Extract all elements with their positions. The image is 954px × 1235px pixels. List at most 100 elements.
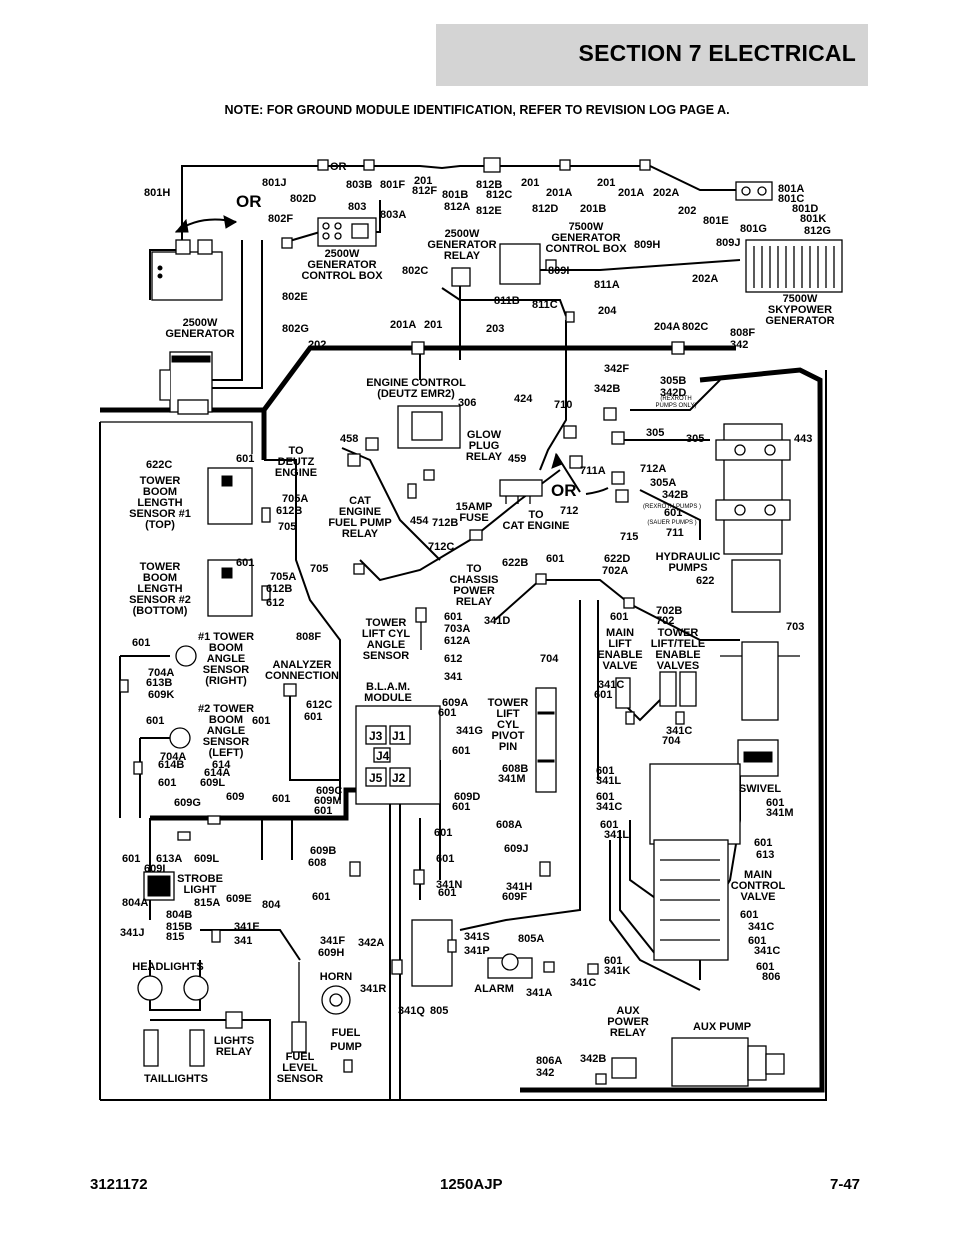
wire-label: 201	[414, 175, 432, 187]
wire-label: 801J	[262, 177, 286, 189]
wire-label: 804A	[122, 897, 148, 909]
component-hydraulic-pumps	[715, 423, 791, 613]
label-headlights: HEADLIGHTS	[132, 961, 204, 973]
wire-label: 622C	[146, 459, 172, 471]
component-tele-valves	[659, 671, 697, 707]
component-angle-sensor-1	[175, 645, 197, 667]
wire-label: 601	[594, 689, 612, 701]
wire-label: 341C	[598, 679, 624, 691]
wire-label: 341P	[464, 945, 490, 957]
wire-label: 802F	[268, 213, 293, 225]
wire-label: 614	[212, 759, 231, 771]
wire-label: 342	[536, 1067, 554, 1079]
wire-label: 601	[452, 801, 470, 813]
wire-label: 601	[158, 777, 176, 789]
blam-port-j2: J2	[392, 771, 406, 785]
wire-label: 601	[438, 887, 456, 899]
or-top: OR	[330, 161, 347, 173]
wire-label: 622B	[502, 557, 528, 569]
wire-label: 342A	[358, 937, 384, 949]
wire-label: 609A	[442, 697, 468, 709]
wire-label: 815B	[166, 921, 192, 933]
footer-doc-number: 3121172	[90, 1176, 148, 1193]
component-glow-plug-relay	[499, 479, 543, 504]
wire-label: 341C	[596, 801, 622, 813]
wire-label: 601	[236, 557, 254, 569]
wire-label: 341Q	[398, 1005, 425, 1017]
wire-label: 609M	[314, 795, 342, 807]
wire-label: 341R	[360, 983, 386, 995]
wire-label: 811A	[594, 279, 620, 291]
component-headlights	[137, 975, 209, 1001]
wire-label: 341F	[320, 935, 345, 947]
wire-label: 614A	[204, 767, 230, 779]
component-alarm	[487, 953, 533, 979]
wire-label: 805A	[518, 933, 544, 945]
label-taillights: TAILLIGHTS	[144, 1073, 208, 1085]
section-title: SECTION 7 ELECTRICAL	[578, 40, 856, 66]
wire-label: 601	[546, 553, 564, 565]
wire-label: 201B	[580, 203, 606, 215]
wire-label: 341E	[234, 921, 260, 933]
wire-label: 804	[262, 899, 281, 911]
wire-label: 704	[662, 735, 681, 747]
wire-label: 808F	[730, 327, 755, 339]
label-swivel: SWIVEL	[739, 783, 781, 795]
wire-label: 612B	[276, 505, 302, 517]
wire-label: 341K	[604, 965, 630, 977]
wire-label: 201A	[618, 187, 644, 199]
wire-label: 801E	[703, 215, 729, 227]
wire-label: 601	[438, 707, 456, 719]
wire-label: 613A	[156, 853, 182, 865]
wire-label: 802D	[290, 193, 316, 205]
wire-label: 812E	[476, 205, 502, 217]
wire-label: 601	[434, 827, 452, 839]
wire-label: 342B	[594, 383, 620, 395]
wire-label: 341	[444, 671, 462, 683]
wire-label: 601	[444, 611, 462, 623]
component-aux-pump	[671, 1037, 785, 1087]
wire-label: 204A	[654, 321, 680, 333]
wire-label: 601	[600, 819, 618, 831]
wire-label: 802C	[402, 265, 428, 277]
wire-label: 609J	[504, 843, 528, 855]
component-length-sensor-2	[207, 559, 253, 617]
wire-label: 608A	[496, 819, 522, 831]
wire-label: 704	[540, 653, 559, 665]
wire-label: 601	[272, 793, 290, 805]
label-rexroth-pumps: (REXROTH PUMPS )	[643, 504, 701, 510]
component-fuel-level-sensor	[291, 962, 307, 1053]
wire-label: 608B	[502, 763, 528, 775]
wire-label: 341M	[766, 807, 794, 819]
wire-label: 341N	[436, 879, 462, 891]
wire-label: 601	[596, 791, 614, 803]
wire-label: 459	[508, 453, 526, 465]
wire-label: 342D	[660, 387, 686, 399]
component-main-lift-valve	[615, 677, 631, 709]
wire-label: 801F	[380, 179, 405, 191]
wire-label: 809J	[716, 237, 740, 249]
component-angle-sensor-2	[169, 727, 191, 749]
wire-label: 424	[514, 393, 533, 405]
wire-label: 812C	[486, 189, 512, 201]
wire-label: 203	[486, 323, 504, 335]
wire-label: 458	[340, 433, 358, 445]
wire-label: 704A	[160, 751, 186, 763]
wire-label: 601	[766, 797, 784, 809]
wire-label: 306	[458, 397, 476, 409]
wire-label: 612B	[266, 583, 292, 595]
wire-label: 802C	[682, 321, 708, 333]
